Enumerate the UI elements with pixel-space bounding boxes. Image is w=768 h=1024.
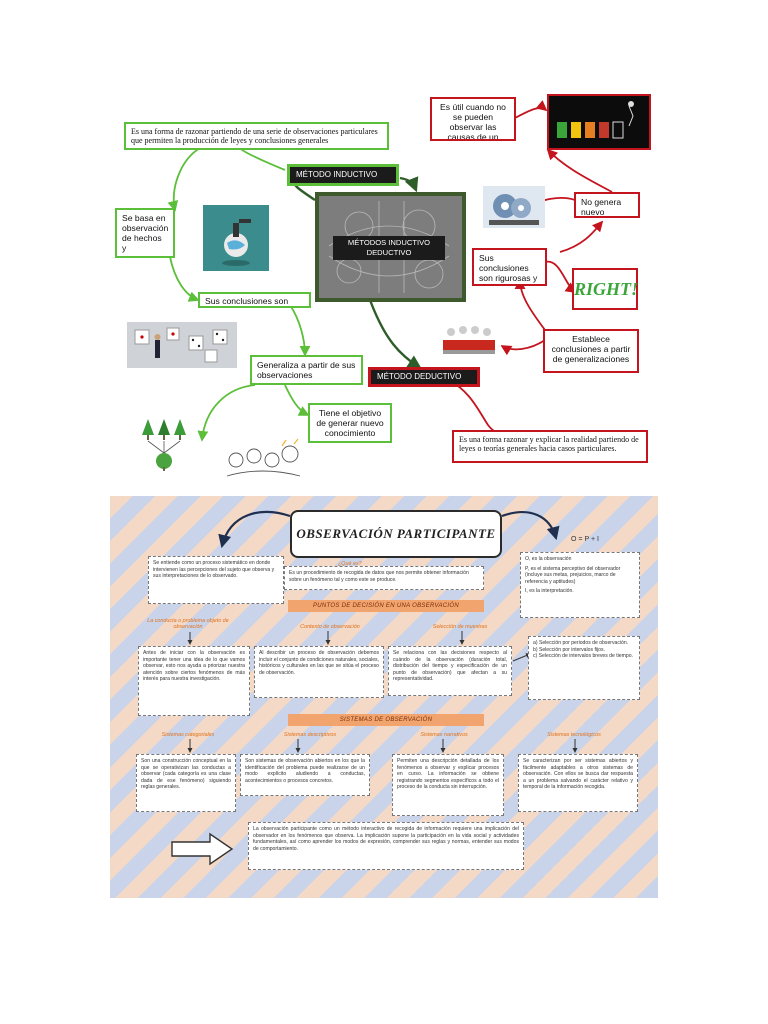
label-descriptive: Sistemas descriptivos <box>283 732 337 738</box>
formula-label: O = P + I <box>571 536 599 543</box>
telescope-globe-icon <box>203 205 269 271</box>
right-sign: RIGHT! <box>572 268 638 310</box>
participant-observation-map: OBSERVACIÓN PARTICIPANTE O = P + I ¿Qué … <box>110 496 658 898</box>
formula-box: O, es la observación P, es el sistema pe… <box>520 552 640 618</box>
samples-list-item: b) Selección por intervalos fijos. <box>533 646 605 653</box>
samples-list-box: a) Selección por periodos de observación… <box>528 636 640 700</box>
conclusion-box: La observación participante como un méto… <box>248 822 524 870</box>
categorial-box: Son una construcción conceptual en la qu… <box>136 754 236 812</box>
conclusions-are-box: Sus conclusiones son <box>198 292 311 308</box>
samples-list-item: a) Selección por periodos de observación… <box>533 640 629 646</box>
deductive-definition-box: Es una forma razonar y explicar la reali… <box>452 430 648 463</box>
map2-title: OBSERVACIÓN PARTICIPANTE <box>290 510 502 558</box>
rigorous-conclusions-box: Sus conclusiones son rigurosas y válidas <box>472 248 547 286</box>
generalizes-box: Generaliza a partir de sus observaciones <box>250 355 363 385</box>
trees-icon <box>140 417 188 471</box>
samples-list-item: c) Selección de intervalos breves de tie… <box>533 653 633 660</box>
narrative-box: Permiten una descripción detallada de lo… <box>392 754 504 816</box>
dice-icon <box>127 322 237 368</box>
map2-connectors <box>187 510 578 753</box>
que-es-box: Es un procedimiento de recogida de datos… <box>284 566 484 590</box>
samples-box: Se relaciona con las decisiones respecto… <box>388 646 512 696</box>
intro-box: Se entiende como un proceso sistemático … <box>148 556 284 604</box>
decision-points-band: PUNTOS DE DECISIÓN EN UNA OBSERVACIÓN <box>288 600 484 612</box>
que-es-label: ¿Qué es? <box>338 561 362 567</box>
brain-gears-icon <box>483 186 545 228</box>
no-new-knowledge-box: No genera nuevo conocimiento <box>574 192 640 218</box>
label-technological: Sistemas tecnológicos <box>547 732 601 738</box>
center-node: MÉTODOS INDUCTIVO DEDUCTIVO <box>315 192 466 302</box>
inductive-method-label: MÉTODO INDUCTIVO <box>287 164 399 186</box>
lightbulbs-icon <box>222 438 304 484</box>
inductive-method-label-text: MÉTODO INDUCTIVO <box>296 170 378 179</box>
technological-box: Se caracterizan por ser sistemas abierto… <box>518 754 638 812</box>
establishes-box: Establece conclusiones a partir de gener… <box>543 329 639 373</box>
right-arrow-icon <box>171 832 234 866</box>
problem-box: Antes de iniciar con la observación es i… <box>138 646 250 716</box>
center-title: MÉTODOS INDUCTIVO DEDUCTIVO <box>333 236 445 260</box>
label-problem: La conducta o problema objeto de observa… <box>147 618 229 630</box>
context-box: Al describir un proceso de observación d… <box>254 646 384 698</box>
label-categorial: Sistemas categoriales <box>161 732 215 738</box>
systems-band: SISTEMAS DE OBSERVACIÓN <box>288 714 484 726</box>
inductive-definition-text: Es una forma de razonar partiendo de una… <box>131 127 378 146</box>
label-narrative: Sistemas narrativos <box>420 732 468 738</box>
label-context: Contexto de observación <box>300 624 360 630</box>
descriptive-box: Son sistemas de observación abiertos en … <box>240 754 370 796</box>
people-podium-icon <box>437 318 501 360</box>
objective-box: Tiene el objetivo de generar nuevo conoc… <box>308 403 392 443</box>
deductive-method-label: MÉTODO DEDUCTIVO <box>368 367 480 387</box>
batteries-icon <box>547 94 651 150</box>
based-on-observation-box: Se basa en observación de hechos y fenóm… <box>115 208 175 258</box>
label-samples: Selección de muestras <box>432 624 488 630</box>
inductive-definition-box: Es una forma de razonar partiendo de una… <box>124 122 389 150</box>
useful-when-box: Es útil cuando no se pueden observar las… <box>430 97 516 141</box>
